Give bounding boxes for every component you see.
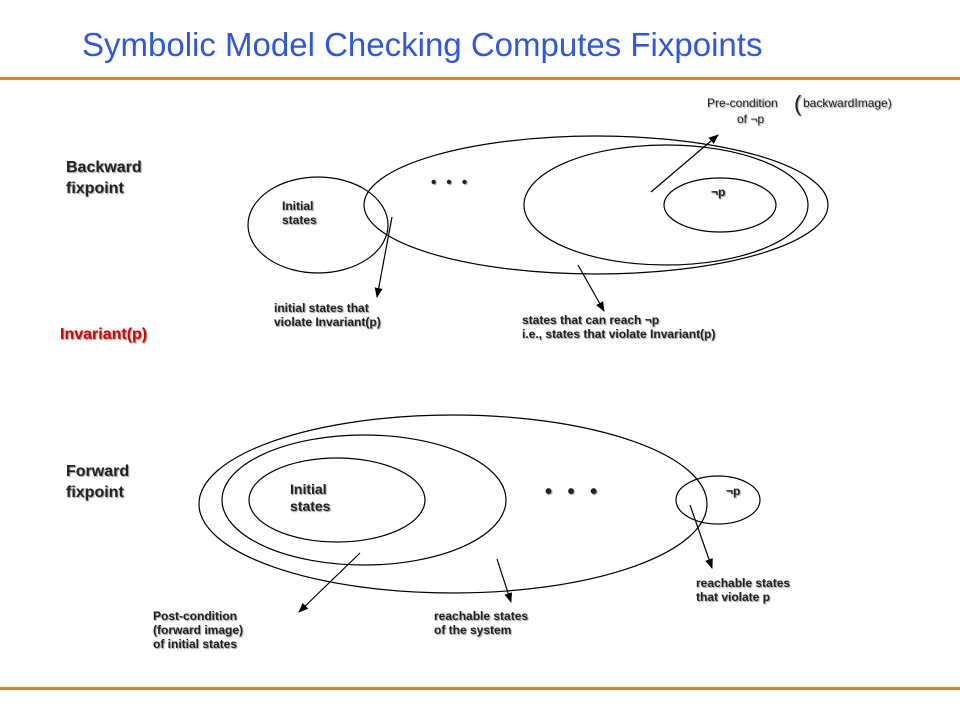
annotation-initial-violate: initial states that violate Invariant(p) [274,301,381,329]
annotation-violate-p: reachable states that violate p [696,576,790,604]
annotation-postcondition: Post-condition (forward image) of initia… [153,609,243,651]
backward-notp-label: ¬p [711,185,726,199]
top-divider [0,77,960,80]
forward-notp-ellipse [675,475,761,525]
backward-middle-ellipse [523,144,809,266]
precondition-text: Pre-condition [707,96,778,110]
backward-initial-states-ellipse [247,176,389,274]
slide-title: Symbolic Model Checking Computes Fixpoin… [82,26,763,63]
forward-initial-line2: states [290,498,331,514]
annotation-initial-violate-line1: initial states that [274,301,369,315]
arrow-violate-p [689,504,713,569]
annotation-reachable-line1: reachable states [434,609,529,623]
annotation-can-reach: states that can reach ¬p i.e., states th… [522,313,715,341]
arrow-can-reach [577,264,605,312]
precondition-paren: ( [794,91,802,116]
forward-outer-ellipse [198,414,708,594]
annotation-postcondition-line2: (forward image) [153,623,244,637]
annotation-can-reach-line1: states that can reach ¬p [522,313,660,327]
annotation-initial-violate-line2: violate Invariant(p) [274,315,381,329]
annotation-violate-p-line1: reachable states [696,576,791,590]
forward-initial-states-ellipse [248,457,426,543]
forward-heading-line2: fixpoint [66,484,124,501]
forward-middle-ellipse [221,434,507,566]
invariant-label: Invariant(p) [60,326,148,343]
annotation-postcondition-line3: of initial states [153,637,238,651]
annotation-reachable: reachable states of the system [434,609,528,637]
forward-ellipsis: • • • [545,481,603,503]
forward-initial-label: Initial states [290,481,330,515]
forward-heading: Forward fixpoint [66,461,129,503]
backward-notp-ellipse [663,177,777,233]
forward-notp-label: ¬p [726,484,741,498]
arrow-initial-violate [374,216,393,298]
backward-outer-ellipse [363,135,829,275]
precondition-label-line2: of ¬p [737,112,765,126]
precondition-backward-image: backwardImage) [803,96,892,110]
backward-heading-line2: fixpoint [66,180,124,197]
annotation-can-reach-line2: i.e., states that violate Invariant(p) [522,327,716,341]
forward-heading-line1: Forward [66,463,130,480]
backward-heading: Backward fixpoint [66,157,142,199]
arrow-postcondition [298,552,361,613]
arrow-precondition [650,134,719,193]
backward-initial-line2: states [282,213,317,227]
backward-ellipsis: • • • [431,174,471,191]
precondition-label-line1: Pre-condition [707,96,778,110]
annotation-violate-p-line2: that violate p [696,590,771,604]
backward-initial-label: Initial states [282,199,317,227]
annotation-postcondition-line1: Post-condition [153,609,237,623]
annotation-reachable-line2: of the system [434,623,512,637]
forward-initial-line1: Initial [290,481,327,497]
arrow-reachable [496,558,513,603]
backward-heading-line1: Backward [66,159,142,176]
bottom-divider [0,687,960,690]
backward-initial-line1: Initial [282,199,314,213]
